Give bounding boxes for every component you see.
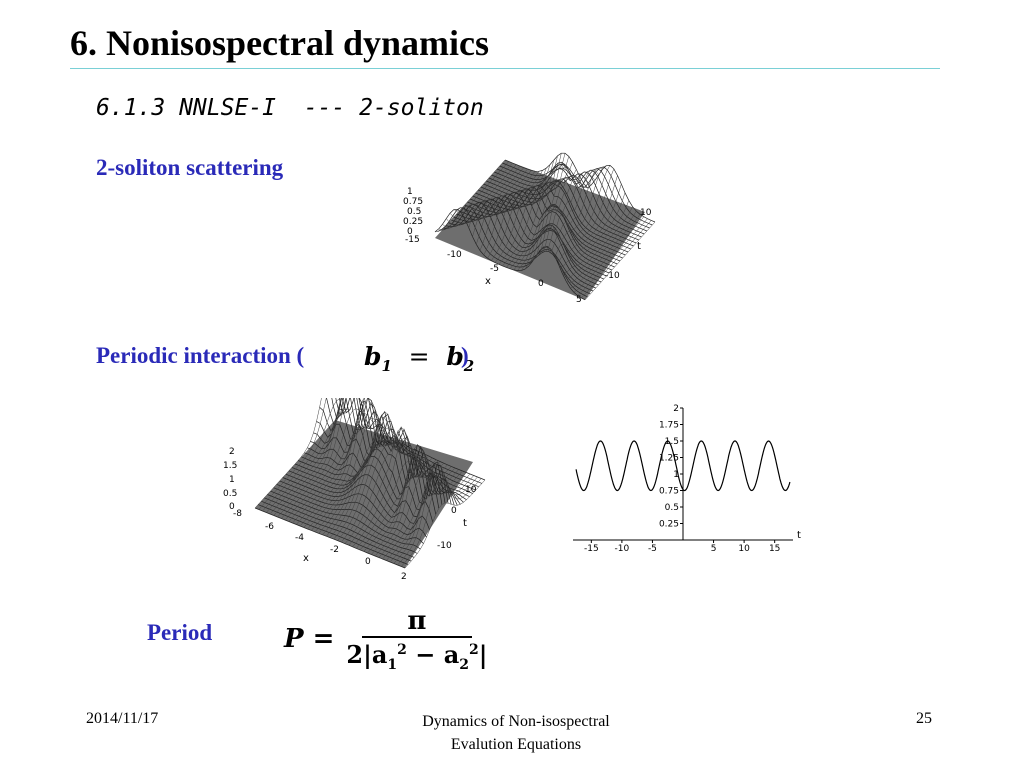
plot2-xtick: -4 bbox=[295, 533, 304, 543]
chart-ytick-label: 0.75 bbox=[659, 487, 679, 497]
plot2-ttick: 10 bbox=[465, 485, 477, 495]
footer-title: Dynamics of Non-isospectral Evalution Eq… bbox=[422, 713, 610, 753]
title-rule bbox=[70, 68, 940, 69]
period-lhs: P = bbox=[284, 624, 335, 655]
period-formula: P = π 2|a12 − a22| bbox=[284, 606, 487, 673]
plot2-xtick: 0 bbox=[365, 557, 371, 567]
equation-b1-b2: b1 = b2 bbox=[364, 342, 475, 375]
plot1-tlabel: t bbox=[637, 241, 641, 252]
chart-xtick-label: 15 bbox=[769, 544, 780, 554]
chart-tick-labels: 2 1.75 1.5 1.25 1 0.75 0.5 0.25 -15 -10 -5 5 10 15 t bbox=[584, 404, 801, 554]
period-denominator: 2|a12 − a22| bbox=[346, 640, 488, 673]
chart-xlabel: t bbox=[797, 530, 801, 541]
footer-date: 2014/11/17 bbox=[86, 710, 159, 727]
chart-ytick-label: 1.5 bbox=[665, 437, 679, 447]
plot1-xtick: -5 bbox=[490, 264, 499, 274]
chart-xtick-label: 5 bbox=[711, 544, 717, 554]
plot2-ztick: 0.5 bbox=[223, 489, 237, 499]
chart-ytick-label: 2 bbox=[673, 404, 679, 414]
period-fraction: π 2|a12 − a22| bbox=[346, 606, 487, 673]
footer-page-number: 25 bbox=[916, 710, 932, 727]
plot-3d-periodic: 2 1.5 1 0.5 0 -8 -6 -4 -2 0 2 x 10 0 -10… bbox=[223, 398, 486, 582]
plot2-xtick: -2 bbox=[330, 545, 339, 555]
periodic-prefix: Periodic interaction ( bbox=[96, 343, 305, 368]
section-periodic: Periodic interaction ( bbox=[96, 343, 304, 369]
plot1-ztick: 0 bbox=[407, 227, 413, 237]
surface-mesh-1 bbox=[434, 152, 656, 301]
plot2-ztick: 1.5 bbox=[223, 461, 237, 471]
plot1-ztick: 1 bbox=[407, 187, 413, 197]
plot1-xtick: 5 bbox=[576, 295, 582, 305]
plot2-ztick: 0 bbox=[229, 502, 235, 512]
chart-ytick-label: 1 bbox=[673, 470, 679, 480]
plot1-ttick: -10 bbox=[605, 271, 620, 281]
plot-3d-scattering: 1 0.75 0.5 0.25 0 -15 -10 -5 0 5 x 10 -1… bbox=[403, 152, 656, 305]
section-scattering: 2-soliton scattering bbox=[96, 155, 284, 180]
plot1-xtick: -10 bbox=[447, 250, 462, 260]
section-period: Period bbox=[147, 620, 213, 645]
chart-xtick-label: 10 bbox=[738, 544, 750, 554]
plot2-xtick: 2 bbox=[401, 572, 407, 582]
chart-xtick-label: -10 bbox=[615, 544, 630, 554]
plot1-ztick: 0.5 bbox=[407, 207, 421, 217]
chart-ytick-label: 0.25 bbox=[659, 520, 679, 530]
plot2-tlabel: t bbox=[463, 518, 467, 529]
chart-axes bbox=[573, 407, 793, 543]
plot2-ztick: 2 bbox=[229, 447, 235, 457]
chart-xtick-label: -5 bbox=[648, 544, 657, 554]
chart-ytick-label: 1.25 bbox=[659, 454, 679, 464]
slide-title: 6. Nonisospectral dynamics bbox=[70, 23, 490, 63]
chart-ytick-label: 1.75 bbox=[659, 421, 679, 431]
plot2-ztick: 1 bbox=[229, 475, 235, 485]
plot2-xtick: -8 bbox=[233, 509, 242, 519]
period-numerator: π bbox=[407, 606, 427, 636]
plot1-xtick: -15 bbox=[405, 235, 420, 245]
chart-series-line bbox=[575, 440, 791, 492]
plot1-xtick: 0 bbox=[538, 279, 544, 289]
chart-xtick-label: -15 bbox=[584, 544, 599, 554]
plot2-xtick: -6 bbox=[265, 522, 274, 532]
periodic-suffix: ) bbox=[461, 343, 469, 368]
chart-periodic-amplitude: 2 1.75 1.5 1.25 1 0.75 0.5 0.25 -15 -10 -5 5 10 15 t bbox=[573, 404, 801, 554]
plot1-ttick: 10 bbox=[640, 208, 652, 218]
chart-ytick-label: 0.5 bbox=[665, 503, 679, 513]
slide-subtitle: 6.1.3 NNLSE-I --- 2-soliton bbox=[96, 95, 484, 121]
plot2-ttick: -10 bbox=[437, 541, 452, 551]
plot1-xlabel: x bbox=[485, 276, 491, 287]
plot2-xlabel: x bbox=[303, 553, 309, 564]
plot2-ttick: 0 bbox=[451, 506, 457, 516]
surface-mesh-2 bbox=[254, 398, 486, 569]
plot1-ztick: 0.75 bbox=[403, 197, 423, 207]
plot1-ztick: 0.25 bbox=[403, 217, 423, 227]
